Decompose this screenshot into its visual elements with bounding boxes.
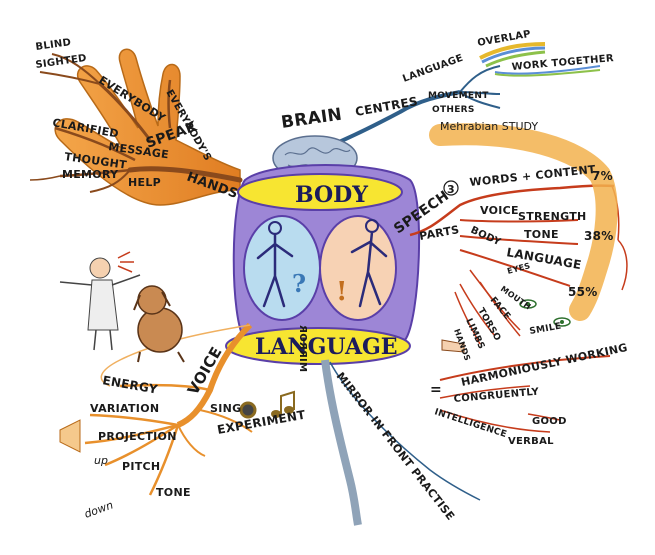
others-label: OTHERS <box>432 105 475 115</box>
movement-label: MOVEMENT <box>428 91 489 101</box>
figure-question-icon <box>256 221 294 308</box>
down-label: down <box>83 498 115 520</box>
question-mark: ? <box>292 269 306 298</box>
brain-language-label: LANGUAGE <box>401 53 465 85</box>
speaker-cone-icon <box>59 419 81 453</box>
exclamation-mark: ! <box>336 277 347 307</box>
equals-sign: = <box>430 382 442 398</box>
center-title-bottom: LANGUAGE <box>255 334 398 360</box>
mirror-branch-lines <box>321 359 481 526</box>
pct-body: 55% <box>568 285 598 299</box>
verbal-label: VERBAL <box>508 436 554 447</box>
words-content-label: WORDS + CONTENT <box>469 163 597 189</box>
blind-label: BLIND <box>35 37 72 53</box>
good-label: GOOD <box>532 416 567 427</box>
study-band <box>429 123 618 321</box>
projection-label: PROJECTION <box>98 430 177 443</box>
tone-part-label: TONE <box>524 228 559 241</box>
brain-label: BRAIN <box>280 105 343 133</box>
pct-voice: 38% <box>584 229 614 243</box>
brain-branch-lines <box>319 42 601 152</box>
hand-icon <box>29 48 243 206</box>
pitch-label: PITCH <box>122 460 160 473</box>
strength-label: STRENGTH <box>518 210 587 223</box>
speech-branch-lines <box>409 184 628 433</box>
centres-label: CENTRES <box>354 94 419 119</box>
parts-label: PARTS <box>418 223 460 243</box>
eye-icon <box>519 299 571 327</box>
center-title-top: BODY <box>295 182 368 208</box>
pct-words: 7% <box>592 169 613 183</box>
up-label: up <box>94 454 108 467</box>
mehrabian-study-label: Mehrabian STUDY <box>440 120 538 133</box>
voice-part-label: VOICE <box>480 204 519 217</box>
music-notes-icon <box>239 390 295 419</box>
figure-exclamation-icon <box>350 219 388 308</box>
dog-icon <box>133 285 185 363</box>
eyes-label: EYES <box>506 261 531 276</box>
help-label: HELP <box>128 176 161 189</box>
pointing-hand-icon <box>441 339 465 353</box>
man-speaking-icon <box>59 251 141 351</box>
congruently-label: CONGRUENTLY <box>453 387 540 405</box>
intelligence-label: INTELLIGENCE <box>433 407 508 440</box>
smile-label: SMILE <box>529 322 562 337</box>
mirror-reversed-label: MIRROR <box>297 325 308 372</box>
variation-label: VARIATION <box>90 402 159 415</box>
energy-label: ENERGY <box>101 373 158 396</box>
central-node <box>225 164 421 365</box>
voice-tone-label: TONE <box>156 486 191 499</box>
voice-branch-lines <box>84 322 253 496</box>
body-part-label: BODY <box>469 225 503 249</box>
harmoniously-label: HARMONIOUSLY WORKING <box>460 341 629 389</box>
memory-label: MEMORY <box>62 168 119 181</box>
sing-label: SING <box>210 402 241 415</box>
speech-count: 3 <box>447 183 455 196</box>
